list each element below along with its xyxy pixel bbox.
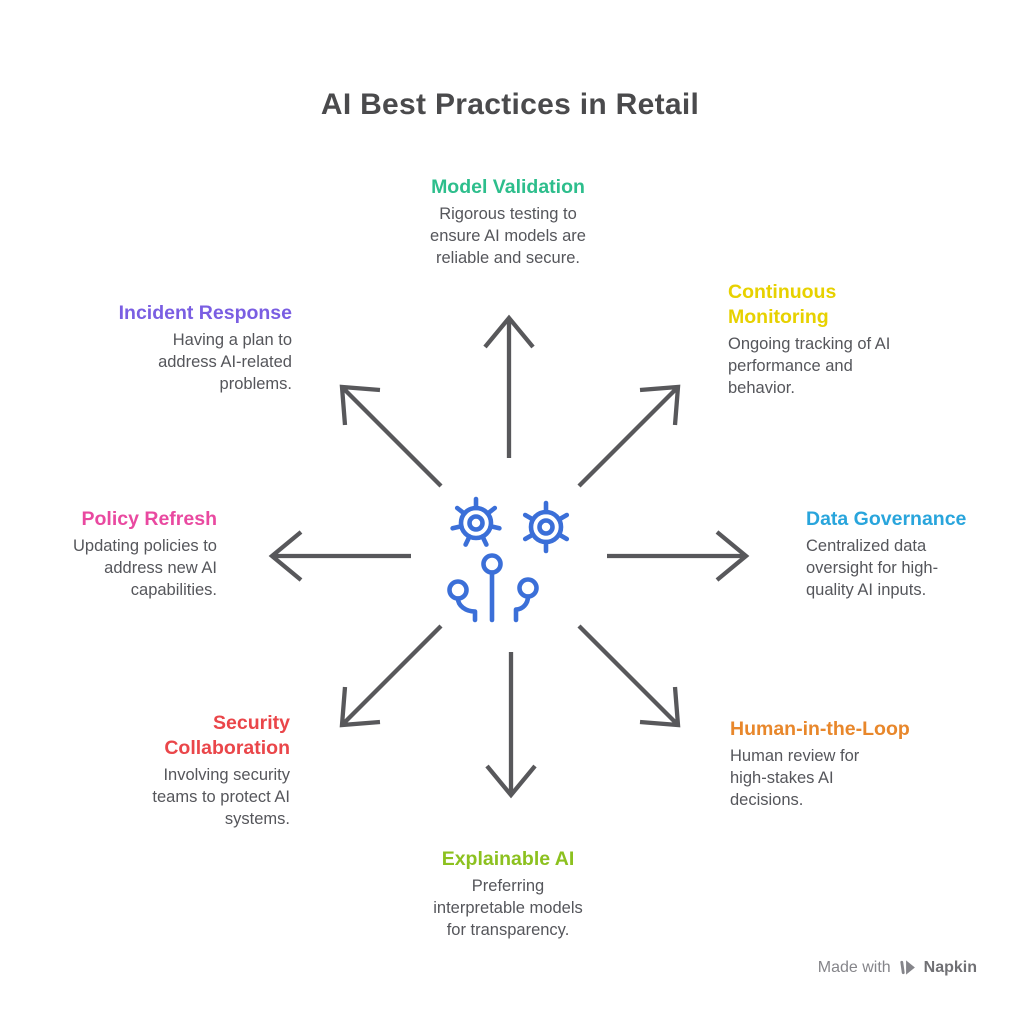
gear-icon xyxy=(450,496,502,547)
arrow-right-icon xyxy=(607,530,750,582)
practice-model-validation: Model Validation Rigorous testing to ens… xyxy=(333,175,683,269)
arrow-left-icon xyxy=(268,530,411,582)
practice-description: Human review for high-stakes AI decision… xyxy=(730,747,860,809)
practice-title: Security Collaboration xyxy=(164,712,290,759)
circuit-icon xyxy=(447,553,539,623)
practice-explainable-ai: Explainable AI Preferring interpretable … xyxy=(333,847,683,941)
practice-policy-refresh: Policy Refresh Updating policies to addr… xyxy=(7,507,217,601)
practice-human-in-the-loop: Human-in-the-Loop Human review for high-… xyxy=(730,717,960,811)
arrow-up-icon xyxy=(483,314,535,458)
page-title: AI Best Practices in Retail xyxy=(320,88,700,121)
napkin-brand-label: Napkin xyxy=(923,958,977,976)
practice-security-collaboration: Security Collaboration Involving securit… xyxy=(60,711,290,830)
practice-description: Centralized data oversight for high- qua… xyxy=(806,537,939,599)
gear-icon xyxy=(522,500,570,554)
practice-title: Continuous Monitoring xyxy=(728,281,837,328)
practice-description: Having a plan to address AI-related prob… xyxy=(158,331,292,393)
napkin-logo-icon xyxy=(900,960,915,975)
practice-title: Data Governance xyxy=(806,508,967,530)
made-with-napkin-link[interactable]: Made with Napkin xyxy=(818,958,977,977)
arrow-up-left-icon xyxy=(339,384,443,488)
practice-title: Model Validation xyxy=(431,176,585,198)
practice-description: Updating policies to address new AI capa… xyxy=(72,537,217,599)
practice-data-governance: Data Governance Centralized data oversig… xyxy=(806,507,1020,601)
practice-description: Rigorous testing to ensure AI models are… xyxy=(430,205,586,267)
practice-continuous-monitoring: Continuous Monitoring Ongoing tracking o… xyxy=(728,280,958,399)
practice-description: Ongoing tracking of AI performance and b… xyxy=(728,335,891,397)
practice-title: Policy Refresh xyxy=(81,508,217,530)
made-with-label: Made with xyxy=(817,958,891,976)
ai-gears-circuit-icon xyxy=(447,496,570,623)
practice-incident-response: Incident Response Having a plan to addre… xyxy=(62,301,292,395)
arrow-down-left-icon xyxy=(339,624,443,728)
practice-title: Incident Response xyxy=(118,302,292,324)
practice-description: Preferring interpretable models for tran… xyxy=(433,877,583,939)
practice-description: Involving security teams to protect AI s… xyxy=(152,766,290,828)
arrow-up-right-icon xyxy=(577,384,681,488)
practice-title: Explainable AI xyxy=(441,848,575,870)
arrow-down-right-icon xyxy=(577,624,681,728)
arrow-down-icon xyxy=(485,652,537,799)
practice-title: Human-in-the-Loop xyxy=(730,718,910,740)
